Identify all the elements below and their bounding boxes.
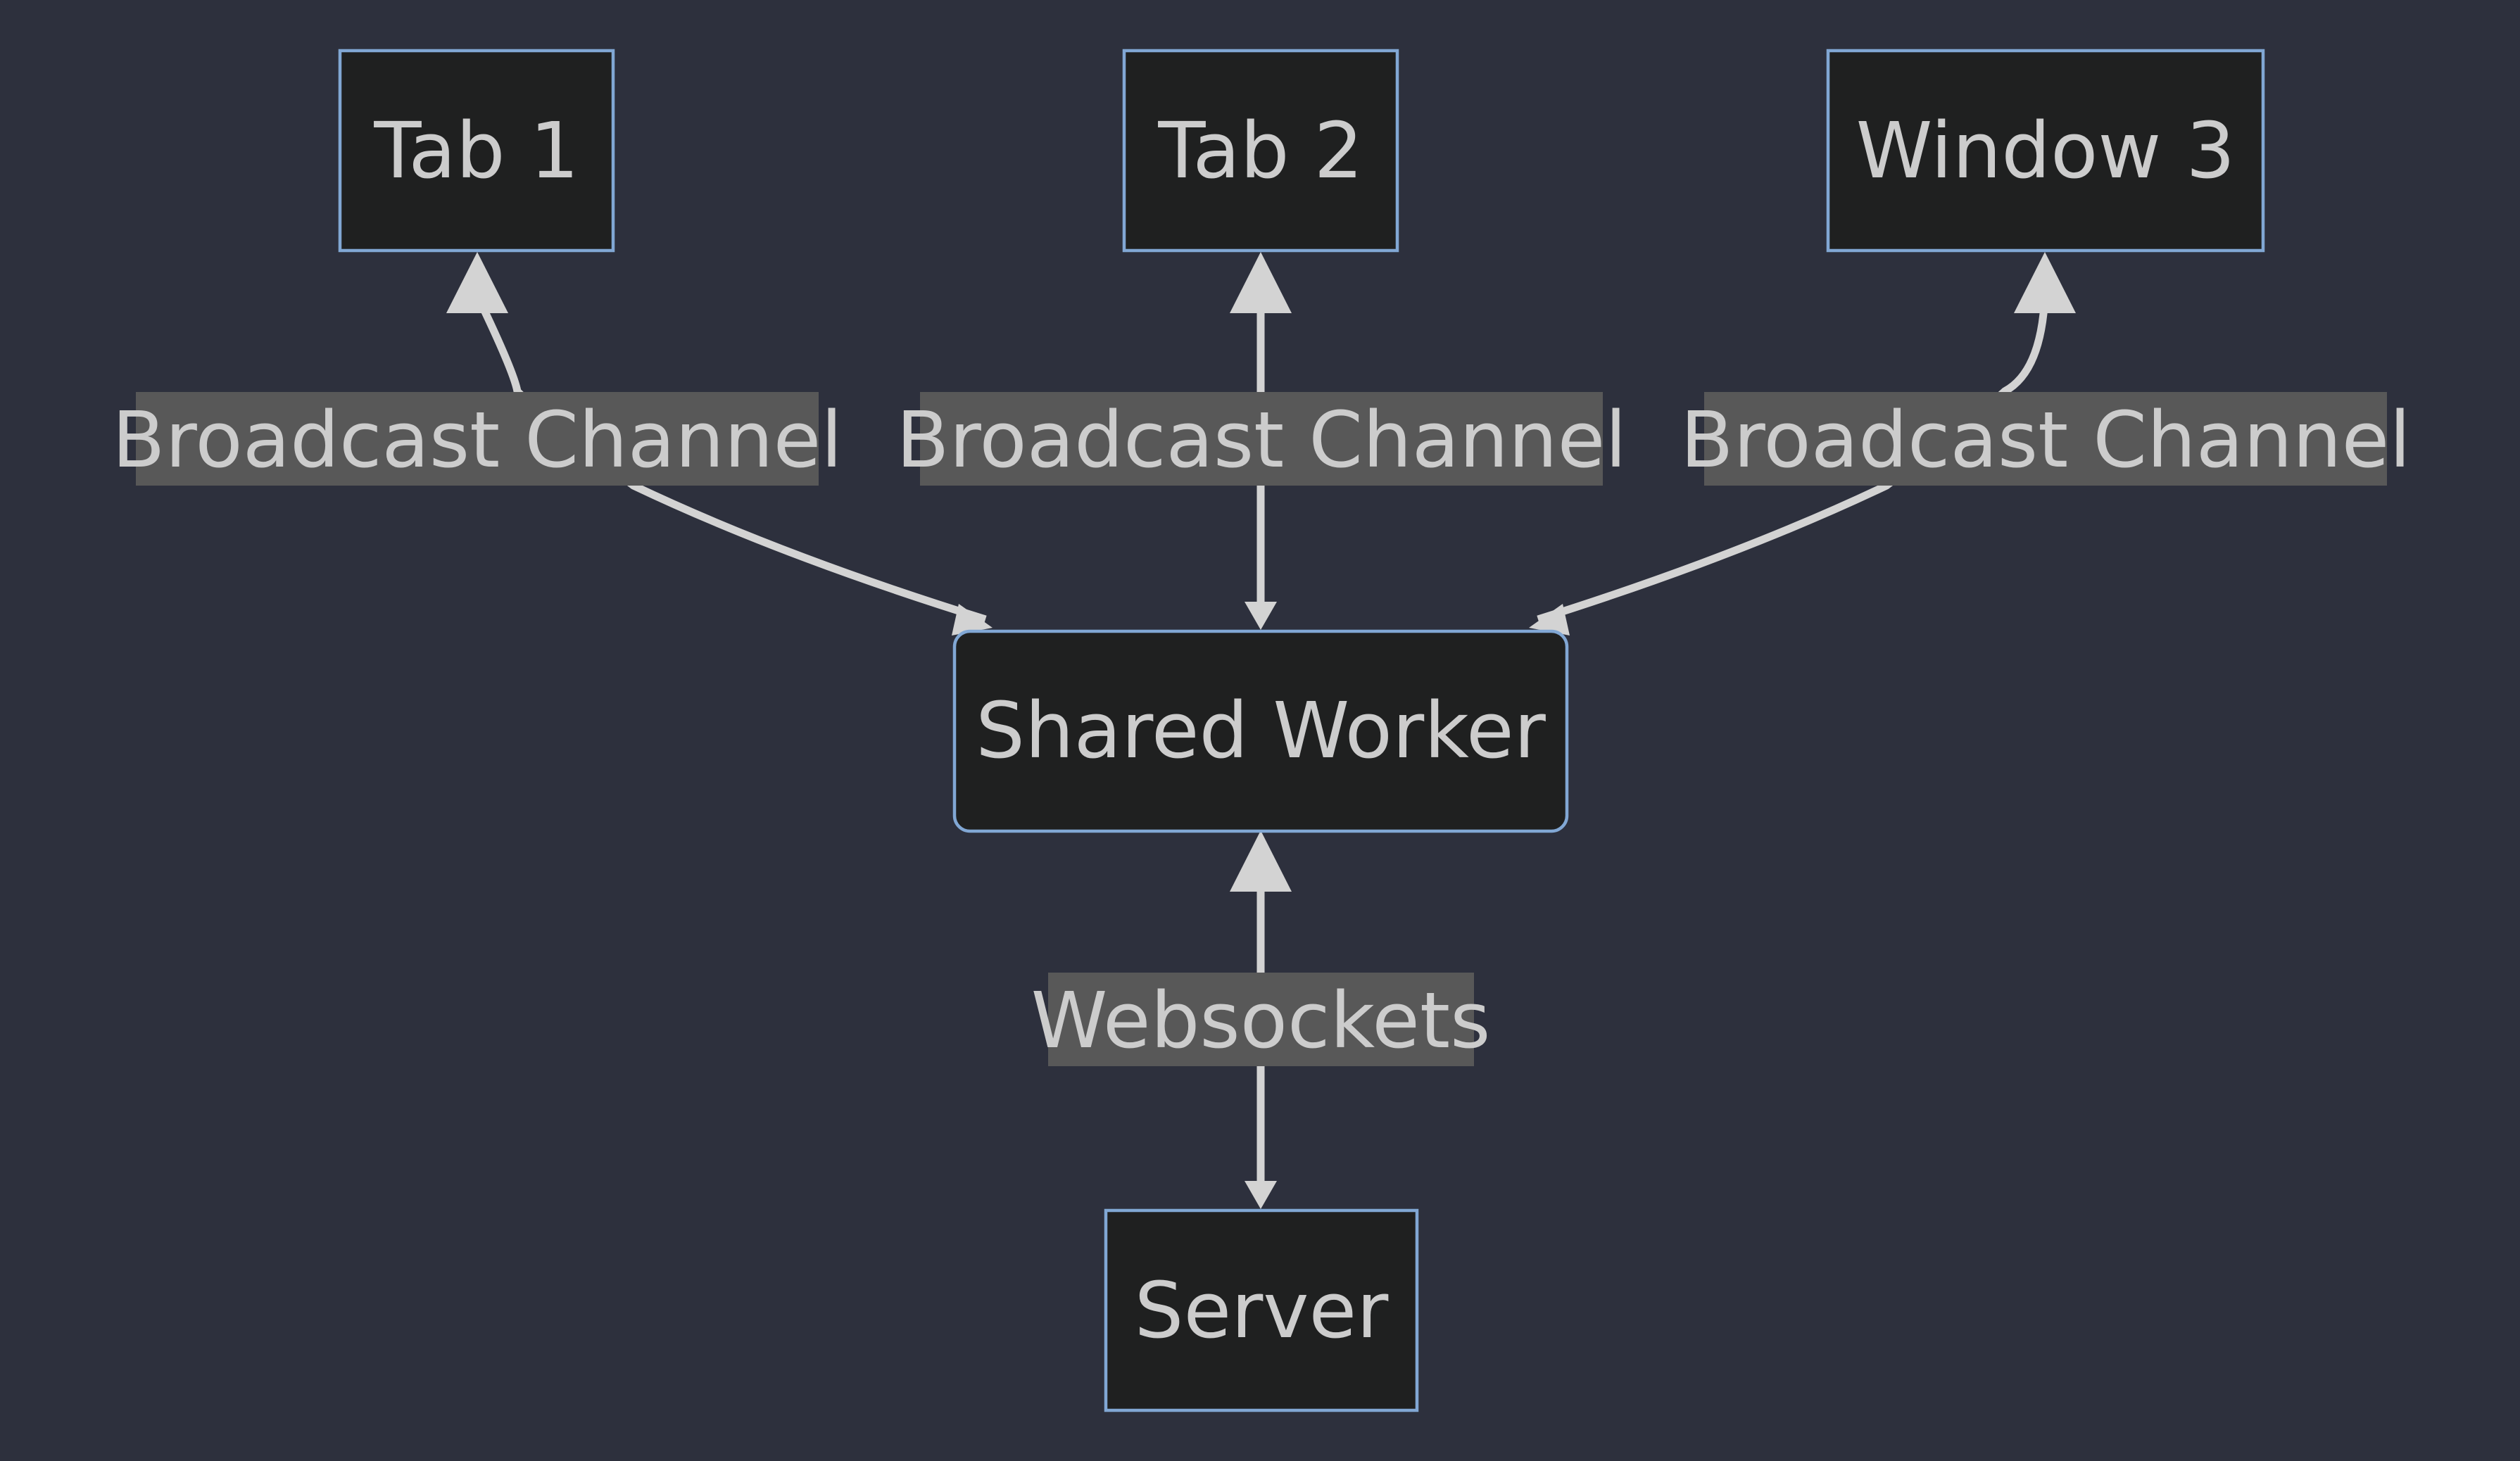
- node-label: Tab 1: [373, 106, 579, 196]
- edge-label-text: Websockets: [1031, 975, 1491, 1065]
- node-label: Shared Worker: [976, 685, 1546, 776]
- node-window3[interactable]: Window 3: [1826, 49, 2265, 253]
- node-label: Window 3: [1856, 106, 2236, 196]
- nodes: Tab 1 Tab 2 Window 3 Shared Worker Serve…: [338, 49, 2265, 1412]
- arrow-up-worker: [1230, 830, 1292, 892]
- edge-label-worker-server: Websockets: [1031, 973, 1491, 1066]
- arrow-down-worker-from-window3: [1529, 604, 1570, 635]
- edge-label-text: Broadcast Channel: [112, 395, 843, 485]
- edge-label-tab1-worker: Broadcast Channel: [112, 392, 843, 486]
- arrow-down-worker-from-tab2: [1245, 602, 1277, 630]
- edge-label-text: Broadcast Channel: [1680, 395, 2411, 485]
- edge-label-text: Broadcast Channel: [896, 395, 1627, 485]
- arrow-down-worker-from-tab1: [952, 604, 993, 635]
- arrow-heads: [446, 252, 2076, 1209]
- arrow-up-tab1: [446, 252, 508, 313]
- arrow-down-server: [1245, 1181, 1277, 1209]
- node-tab2[interactable]: Tab 2: [1122, 49, 1399, 253]
- edge-labels: Broadcast Channel Broadcast Channel Broa…: [112, 392, 2411, 1066]
- node-tab1[interactable]: Tab 1: [338, 49, 615, 253]
- node-server[interactable]: Server: [1104, 1208, 1419, 1412]
- arrow-up-window3: [2014, 252, 2076, 313]
- node-label: Tab 2: [1157, 106, 1363, 196]
- arrow-up-tab2: [1230, 252, 1292, 313]
- edge-label-window3-worker: Broadcast Channel: [1680, 392, 2411, 486]
- node-shared-worker[interactable]: Shared Worker: [952, 629, 1569, 833]
- edge-label-tab2-worker: Broadcast Channel: [896, 392, 1627, 486]
- node-label: Server: [1135, 1265, 1389, 1355]
